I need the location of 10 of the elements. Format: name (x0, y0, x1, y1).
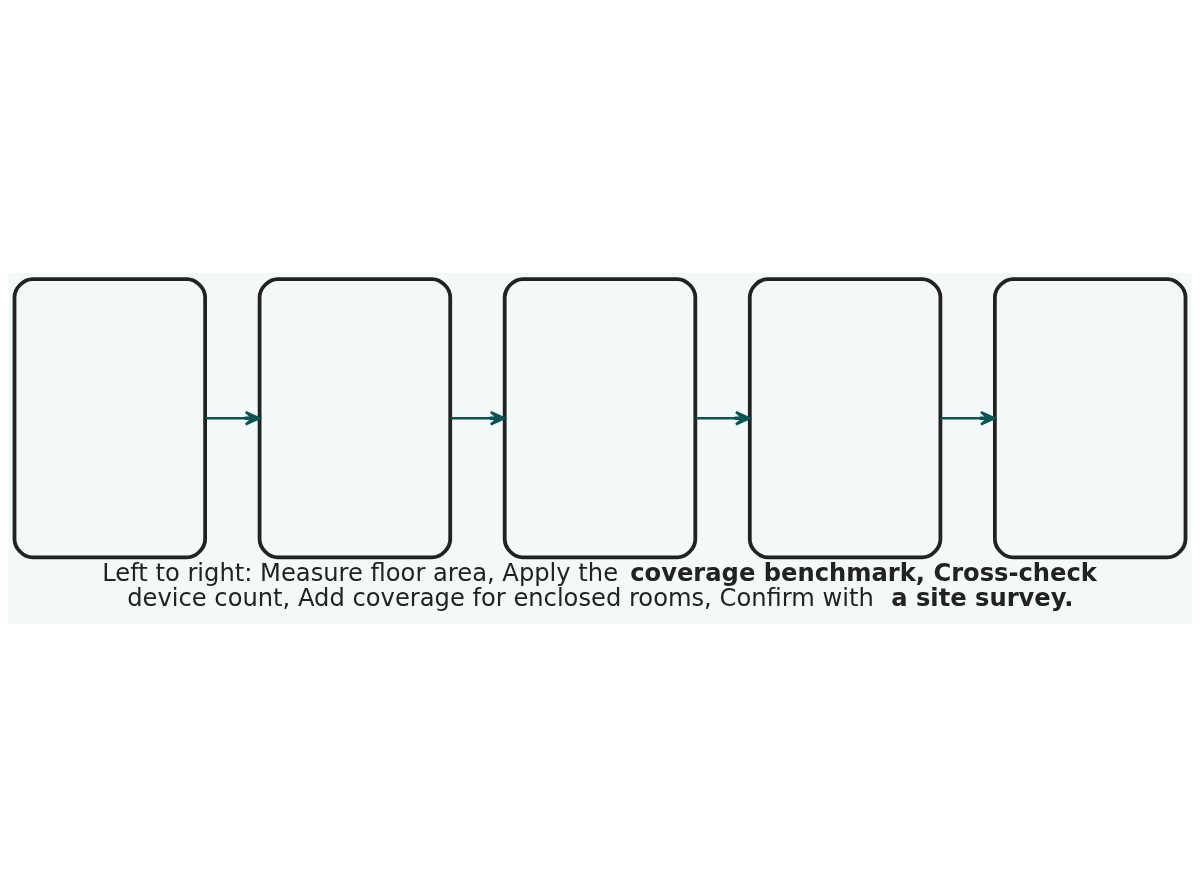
node-box (747, 276, 943, 559)
arrow (450, 410, 506, 426)
arrow (940, 410, 996, 426)
arrow (205, 410, 261, 426)
node-box (993, 276, 1188, 559)
arrow (695, 410, 751, 426)
caption: Left to right: Measure floor area, Apply the coverage benchmark, Cross-check device count, Add coverage for enclosed rooms, Confirm with a site survey. (102, 558, 1097, 612)
node-box (12, 276, 207, 559)
node-box (257, 276, 453, 559)
node-box (502, 276, 698, 559)
